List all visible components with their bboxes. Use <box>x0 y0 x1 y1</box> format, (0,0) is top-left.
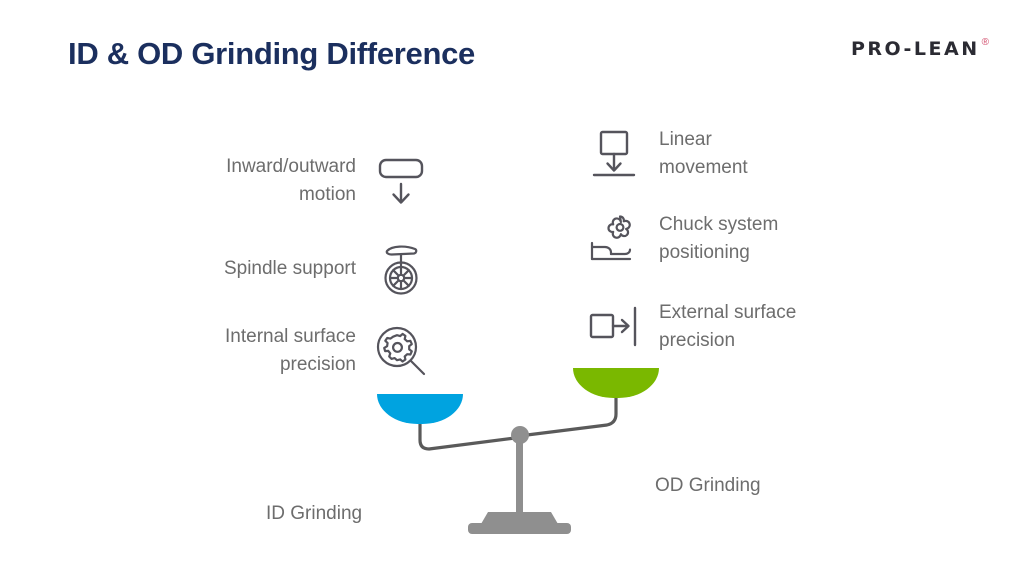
feature-linear-movement: Linear movement <box>585 125 905 183</box>
balance-pan-id <box>377 394 463 424</box>
balance-post <box>516 437 523 517</box>
feature-label: Internal surface precision <box>225 326 356 375</box>
feature-label: External surface precision <box>659 302 797 351</box>
feature-label: Spindle support <box>223 258 356 280</box>
feature-internal-surface-precision: Internal surface precision <box>150 322 430 380</box>
logo-wordmark: PRO-LEAN <box>850 38 980 60</box>
side-label-od-grinding: OD Grinding <box>655 475 761 496</box>
square-down-arrow-baseline-icon <box>585 125 643 183</box>
balance-cord-right <box>525 396 618 437</box>
brand-logo: PRO-LEAN ® <box>850 37 989 60</box>
feature-label: Inward/outward motion <box>226 156 356 205</box>
rounded-rect-down-arrow-icon <box>372 152 430 210</box>
balance-cord-left <box>418 422 517 451</box>
balance-pivot <box>511 426 529 444</box>
feature-spindle-support: Spindle support <box>150 240 430 298</box>
gear-on-bed-icon <box>585 210 643 268</box>
balance-base-lower <box>468 523 571 534</box>
feature-inward-outward-motion: Inward/outward motion <box>150 152 430 210</box>
side-label-id-grinding: ID Grinding <box>266 503 363 524</box>
page-title: ID & OD Grinding Difference <box>68 36 475 71</box>
unicycle-wheel-icon <box>372 240 430 298</box>
registered-trademark-icon: ® <box>981 37 989 48</box>
balance-base-upper <box>481 512 558 524</box>
feature-external-surface-precision: External surface precision <box>585 298 905 356</box>
balance-pan-od <box>573 368 659 398</box>
feature-label: Chuck system positioning <box>659 214 779 263</box>
feature-chuck-system-positioning: Chuck system positioning <box>585 210 905 268</box>
square-right-arrow-wall-icon <box>585 298 643 356</box>
feature-label: Linear movement <box>659 129 748 178</box>
magnifier-gear-icon <box>372 322 430 380</box>
